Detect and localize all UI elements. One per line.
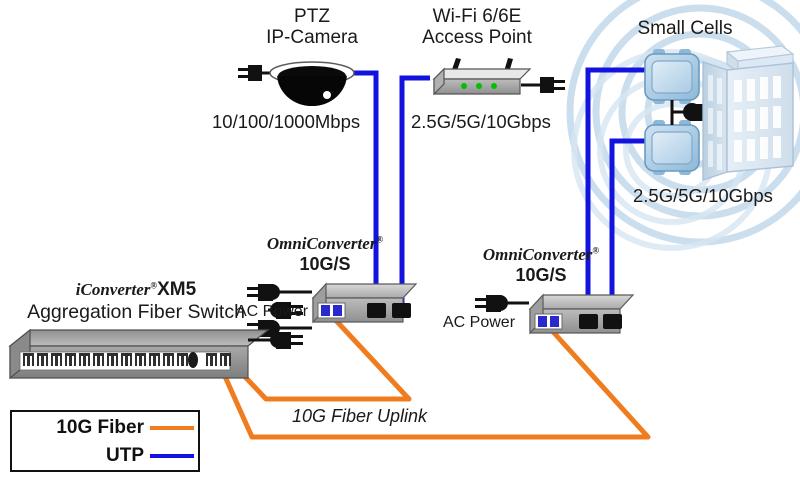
registered-mark-icon: ®	[376, 234, 384, 245]
small-cells-speed-label: 2.5G/5G/10Gbps	[633, 185, 773, 206]
access-point-title: Wi-Fi 6/6E Access Point	[407, 6, 547, 49]
legend-label-fiber: 10G Fiber	[56, 417, 144, 438]
registered-mark-icon: ®	[592, 245, 600, 256]
switch-brand-text: iConverter	[75, 280, 151, 299]
small-cells-title: Small Cells	[637, 18, 733, 39]
legend-label-utp: UTP	[106, 445, 144, 466]
omniconverter-left-model: 10G/S	[299, 254, 351, 274]
switch-brand: iConverter®XM5	[28, 279, 244, 300]
wireless-access-point-icon	[432, 58, 565, 96]
omniconverter-right-device	[475, 293, 635, 335]
switch-model: XM5	[157, 279, 197, 300]
omniconverter-right-power-label: AC Power	[443, 314, 516, 331]
omniconverter-left-brand: OmniConverter®	[240, 234, 410, 253]
access-point-title-line2: Access Point	[422, 27, 532, 49]
camera-speed-label: 10/100/1000Mbps	[212, 111, 361, 132]
registered-mark-icon: ®	[150, 280, 158, 291]
access-point-title-line1: Wi-Fi 6/6E	[432, 6, 522, 27]
iconverter-xm5-switch	[8, 302, 303, 380]
access-point-speed-label: 2.5G/5G/10Gbps	[411, 111, 551, 132]
legend-row-fiber: 10G Fiber	[12, 413, 202, 444]
small-cell-radio-icon	[644, 49, 706, 175]
legend-row-utp: UTP	[12, 441, 202, 472]
omniconverter-left-device	[247, 282, 418, 337]
dome-camera-icon	[238, 61, 355, 106]
camera-title-line2: IP-Camera	[266, 27, 358, 49]
omniconverter-right-brand: OmniConverter®	[456, 245, 626, 264]
fiber-uplink-label: 10G Fiber Uplink	[292, 406, 428, 426]
legend-swatch-utp	[150, 454, 194, 458]
camera-title-line1: PTZ	[294, 6, 330, 27]
legend-swatch-fiber	[150, 426, 194, 430]
omniconverter-right-brand-text: OmniConverter	[482, 245, 593, 264]
fiber-cables	[216, 310, 651, 440]
omniconverter-right-model: 10G/S	[515, 265, 567, 285]
camera-title: PTZ IP-Camera	[242, 6, 382, 49]
office-building-icon	[702, 45, 795, 181]
switch-port-slots	[23, 353, 188, 366]
legend: 10G Fiber UTP	[10, 410, 200, 472]
switch-subtitle: Aggregation Fiber Switch	[27, 301, 245, 323]
omniconverter-left-brand-text: OmniConverter	[266, 234, 377, 253]
omniconverter-left-power-label: AC Power	[236, 303, 309, 320]
